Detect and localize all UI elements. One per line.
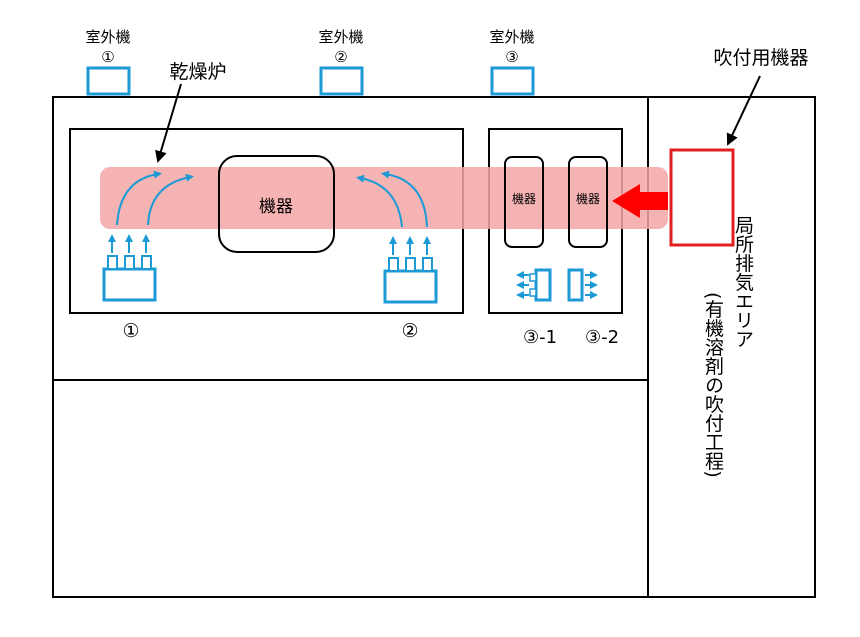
indoor-unit-2 (356, 170, 438, 304)
furnace-equipment-box (218, 155, 335, 253)
outdoor-unit-2-name: 室外機 (318, 28, 363, 46)
outdoor-unit-3-number: ③ (505, 48, 518, 66)
spray-direction-arrow (612, 184, 668, 218)
equipment-box-3-1 (504, 156, 544, 248)
unit-label-3-2: ③-2 (585, 327, 619, 348)
unit-label-3-1: ③-1 (523, 327, 557, 348)
indoor-unit-3-2 (567, 268, 598, 302)
furnace-equipment-label: 機器 (259, 197, 293, 217)
equipment-box-3-2-label: 機器 (576, 191, 600, 206)
spray-equipment-box (669, 148, 735, 247)
airflow-band (100, 167, 668, 229)
spray-equipment-pointer (726, 75, 761, 146)
outdoor-unit-2-number: ② (334, 48, 347, 66)
exhaust-area-note: (有機溶剤の吹付工程) (702, 292, 724, 478)
drying-furnace-pointer (155, 83, 182, 163)
unit-label-1: ① (122, 320, 139, 342)
outdoor-unit-3: 室外機 ③ (489, 28, 535, 96)
outdoor-unit-1-number: ① (101, 48, 114, 66)
drying-furnace-label: 乾燥炉 (169, 61, 226, 83)
outdoor-unit-3-name: 室外機 (489, 28, 534, 46)
equipment-box-3-1-label: 機器 (512, 191, 536, 206)
building-outline (52, 96, 816, 598)
unit-label-2: ② (401, 320, 418, 342)
outdoor-unit-2-box (319, 66, 364, 96)
outdoor-unit-1: 室外機 ① (85, 28, 131, 96)
spray-equipment-label: 吹付用機器 (713, 47, 808, 69)
exhaust-area-label: 局所排気エリア (732, 216, 754, 349)
indoor-unit-1 (102, 170, 194, 302)
outdoor-unit-2: 室外機 ② (318, 28, 364, 96)
indoor-unit-3-1 (516, 268, 552, 302)
outdoor-unit-3-box (490, 66, 535, 96)
outdoor-unit-1-box (86, 66, 131, 96)
equipment-box-3-2 (568, 156, 608, 248)
outdoor-unit-1-name: 室外機 (85, 28, 130, 46)
